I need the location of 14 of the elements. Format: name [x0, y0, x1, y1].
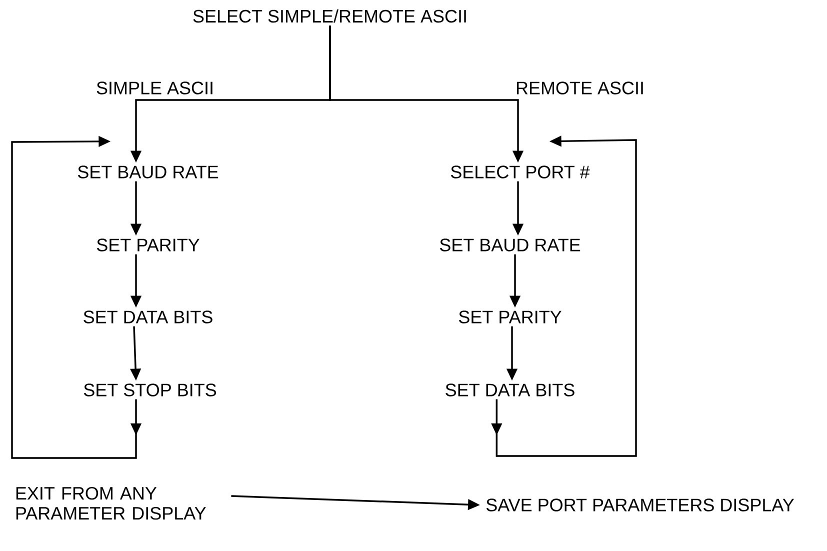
- step-text: SET STOP BITS: [84, 384, 216, 396]
- step-text: SET PARITY: [458, 310, 562, 324]
- step-text: SET DATA BITS: [446, 384, 574, 396]
- step-text: SET BAUD RATE: [78, 166, 218, 178]
- result-text: SAVE PORT PARAMETERS DISPLAY: [486, 498, 794, 512]
- loop-arrow: [11, 136, 142, 459]
- exit-note: EXIT FROM ANY PARAMETER DISPLAY: [16, 486, 206, 520]
- step-text: SET PARITY: [96, 238, 200, 252]
- step-text: SET BAUD RATE: [440, 238, 580, 252]
- step-text: SELECT SIMPLE/REMOTE ASCII: [193, 9, 466, 23]
- edge-label: SIMPLE ASCII: [94, 80, 216, 96]
- edge-label: REMOTE ASCII: [514, 80, 646, 96]
- step-text: SELECT PORT #: [450, 166, 590, 178]
- step-text: SET DATA BITS: [84, 310, 212, 324]
